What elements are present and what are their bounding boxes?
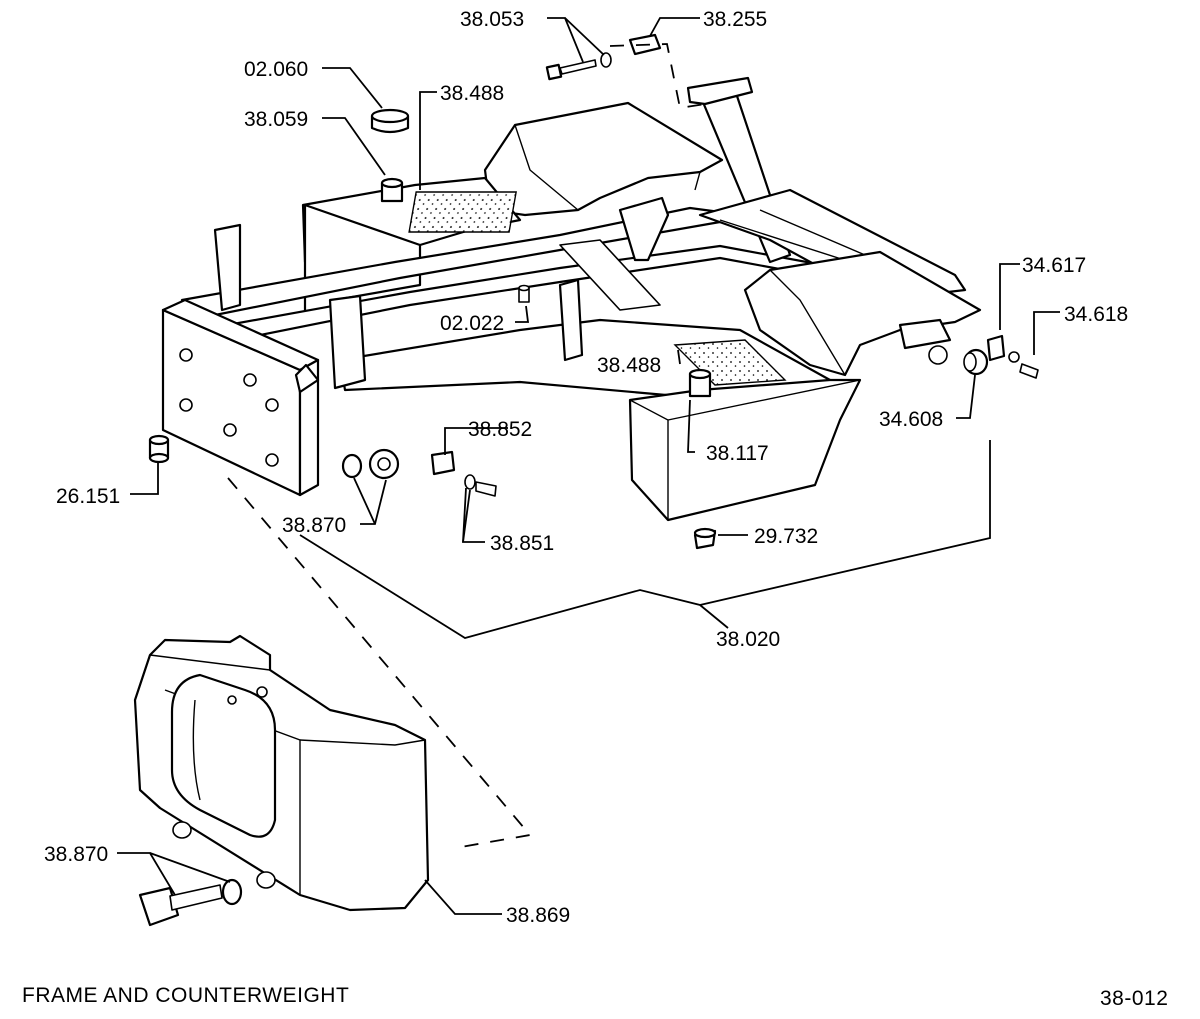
rear-right-flange	[898, 318, 952, 350]
figure-caption: FRAME AND COUNTERWEIGHT	[22, 984, 349, 1007]
front-left-bracket	[213, 223, 242, 312]
label-38488-bottom: 38.488	[597, 354, 661, 377]
bushing-26151	[148, 434, 170, 464]
bolt-38053	[545, 52, 612, 81]
frame-cross-tube	[559, 239, 661, 311]
rear-fender	[483, 101, 724, 217]
label-38852: 38.852	[468, 418, 532, 441]
rear-upright-bracket	[618, 196, 670, 262]
label-38851: 38.851	[490, 532, 554, 555]
leader-lines	[117, 17, 1060, 915]
phantom-lines	[227, 43, 706, 849]
label-38870-upper: 38.870	[282, 514, 346, 537]
grease-fitting-02022	[518, 284, 530, 303]
clip-34617	[986, 334, 1006, 362]
counterweight-38869	[133, 634, 430, 912]
label-38488-top: 38.488	[440, 82, 504, 105]
part-labels: 38.053 38.255 02.060 38.488 38.059 34.61…	[44, 8, 1128, 927]
label-38020: 38.020	[716, 628, 780, 651]
plug-29732	[693, 527, 717, 550]
label-38117: 38.117	[706, 442, 769, 465]
clip-38852	[430, 450, 456, 476]
small-parts	[148, 33, 1039, 550]
label-29732: 29.732	[754, 525, 818, 548]
label-38870-lower: 38.870	[44, 843, 108, 866]
front-bumper-side	[298, 358, 320, 497]
label-02022: 02.022	[440, 312, 504, 335]
label-26151: 26.151	[56, 485, 120, 508]
label-38053: 38.053	[460, 8, 524, 31]
bushing-34608	[963, 348, 989, 376]
plug-38117	[688, 368, 712, 398]
label-34618: 34.618	[1064, 303, 1128, 326]
washer-nut-38870-upper	[341, 448, 400, 480]
right-skirt-box	[628, 378, 862, 522]
bolt-34618	[1008, 351, 1039, 379]
rear-right-ear	[558, 278, 584, 362]
label-38255: 38.255	[703, 8, 767, 31]
label-02060: 02.060	[244, 58, 308, 81]
rear-plate-38488-a	[408, 191, 517, 233]
cap-02060	[370, 108, 410, 134]
strut-bracket	[686, 76, 754, 106]
frame-assembly	[161, 76, 982, 522]
screw-38851	[464, 474, 497, 497]
bolt-washer-38870-lower	[138, 878, 243, 927]
figure-number: 38-012	[1100, 987, 1168, 1010]
label-34617: 34.617	[1022, 254, 1086, 277]
front-right-ear	[294, 363, 320, 394]
filler-neck-38059	[380, 177, 404, 203]
label-38059: 38.059	[244, 108, 308, 131]
label-34608: 34.608	[879, 408, 943, 431]
front-center-bracket	[328, 294, 367, 390]
label-38869: 38.869	[506, 904, 570, 927]
